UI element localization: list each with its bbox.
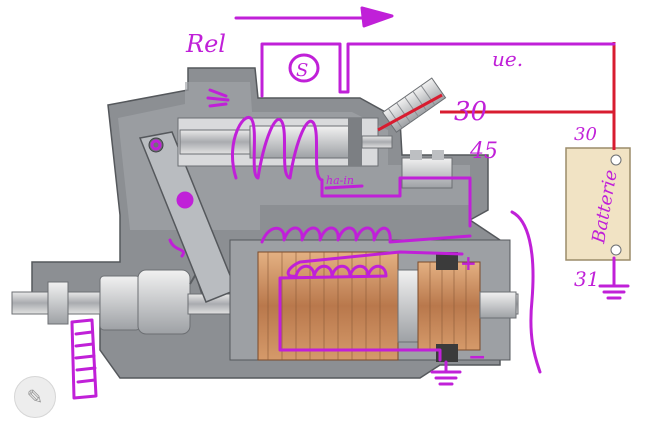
terminal-31-label: 31 [574,267,599,291]
rel-label: Rel [185,30,226,58]
annotation-strokes [70,6,630,400]
motor-body [229,239,517,362]
battery-cable-red [377,42,616,150]
terminal-45-label: 45 [469,139,498,164]
battery [565,147,631,261]
plus-sign: + [460,251,477,275]
terminal-30-label: 30 [454,97,487,127]
coil-label: ha-in [326,174,354,187]
minus-sign: − [468,345,486,370]
battery-terminal-30-label: 30 [574,124,597,145]
pencil-icon[interactable]: ✎ [14,376,56,418]
solenoid [177,117,393,167]
ue-label: ue. [492,47,523,71]
s-label: S [296,60,308,81]
